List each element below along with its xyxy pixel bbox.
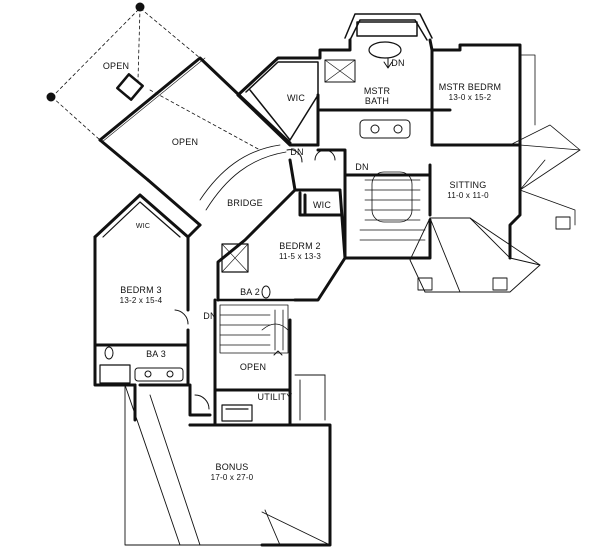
master-wall xyxy=(236,38,522,147)
bonus-outline xyxy=(124,374,331,546)
wic-label: WIC xyxy=(312,200,332,210)
sitting-dimension: 11-0 x 11-0 xyxy=(447,191,489,200)
bonus-wall xyxy=(188,423,332,547)
dn-label: DN xyxy=(290,147,304,157)
bonus-dimension: 17-0 x 27-0 xyxy=(210,473,254,482)
bonus-label: BONUS xyxy=(215,462,249,472)
bedrm3-dimension: 13-2 x 15-4 xyxy=(119,296,163,305)
bridge-wall xyxy=(146,158,297,227)
wic-label: WIC xyxy=(286,93,306,103)
mstr-bath-label: BATH xyxy=(364,96,390,106)
column-marker xyxy=(135,2,145,12)
stair-hall-wall xyxy=(316,148,432,260)
ba3-tub xyxy=(99,364,131,384)
hall-wall xyxy=(133,383,217,427)
ba2-label: BA 2 xyxy=(240,287,260,297)
open-label: OPEN xyxy=(171,137,199,147)
tub xyxy=(368,41,402,59)
bedrm2-label: BEDRM 2 xyxy=(279,241,321,251)
mstr-bedrm-label: MSTR BEDRM xyxy=(438,82,502,92)
sitting-label: SITTING xyxy=(449,180,487,190)
column-marker xyxy=(46,92,56,102)
door-swing xyxy=(286,149,303,163)
lower-stair-wall xyxy=(213,298,292,427)
dn-label: DN xyxy=(355,162,369,172)
dn-label: DN xyxy=(391,58,405,68)
lower-roof xyxy=(409,216,571,293)
ba2-tub xyxy=(221,243,249,273)
bridge-curve xyxy=(199,144,287,211)
open-label: OPEN xyxy=(102,61,130,71)
open-label: OPEN xyxy=(239,362,267,372)
utility-fixtures xyxy=(221,404,253,422)
lower-stair xyxy=(219,304,289,354)
ba3-vanity xyxy=(134,367,184,382)
bedroom3-wic-shelf xyxy=(102,201,181,238)
bedrm3-label: BEDRM 3 xyxy=(120,285,162,295)
mstr-bath-label: MSTR xyxy=(363,86,391,96)
door-swing xyxy=(314,149,336,161)
dn-arrow xyxy=(383,57,393,69)
open-below-outline xyxy=(51,7,261,151)
mstr-bedrm-dimension: 13-0 x 15-2 xyxy=(448,93,492,102)
roof-lines xyxy=(509,54,581,226)
sitting-wall xyxy=(428,143,522,260)
bedroom3-wall xyxy=(93,193,202,387)
shower xyxy=(324,59,356,83)
dn-label: DN xyxy=(203,311,217,321)
wic-label: WIC xyxy=(135,223,151,230)
utility-label: UTILITY xyxy=(257,392,293,402)
chimney xyxy=(116,73,144,101)
center-stair xyxy=(359,171,426,241)
dn-arrow xyxy=(273,350,283,356)
bedrm2-dimension: 11-5 x 13-3 xyxy=(278,252,322,261)
wic-master-wall xyxy=(245,61,319,141)
ba3-label: BA 3 xyxy=(146,349,166,359)
bridge-label: BRIDGE xyxy=(227,198,263,208)
vanity xyxy=(359,119,411,139)
bath-bay xyxy=(344,13,433,41)
bedroom2-wall xyxy=(216,188,347,302)
